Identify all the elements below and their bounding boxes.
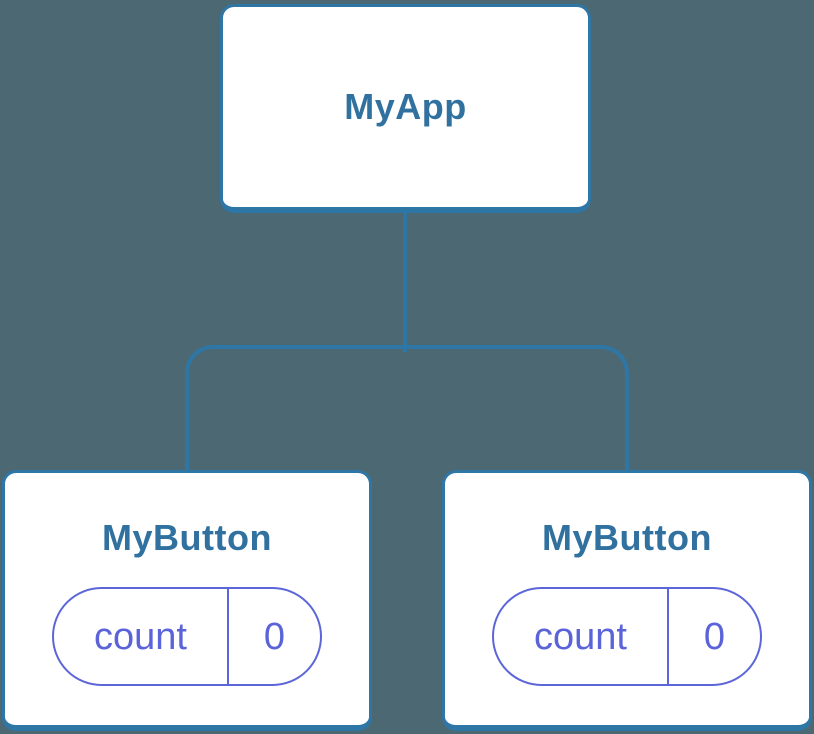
component-node-mybutton-left: MyButton count 0 bbox=[2, 470, 372, 731]
state-value: 0 bbox=[263, 615, 286, 658]
state-name: count bbox=[94, 615, 187, 658]
component-label: MyButton bbox=[542, 517, 712, 558]
state-value: 0 bbox=[703, 615, 726, 658]
state-name: count bbox=[534, 615, 627, 658]
connector-bracket-line bbox=[185, 345, 629, 470]
connector-stem-line bbox=[403, 213, 407, 352]
state-pill: count 0 bbox=[492, 587, 762, 686]
component-label: MyApp bbox=[344, 86, 467, 127]
component-node-mybutton-right: MyButton count 0 bbox=[442, 470, 812, 731]
state-name-cell: count bbox=[494, 589, 669, 684]
state-value-cell: 0 bbox=[669, 589, 760, 684]
state-value-cell: 0 bbox=[229, 589, 320, 684]
state-pill: count 0 bbox=[52, 587, 322, 686]
state-name-cell: count bbox=[54, 589, 229, 684]
component-label: MyButton bbox=[102, 517, 272, 558]
component-node-myapp: MyApp bbox=[220, 4, 591, 213]
